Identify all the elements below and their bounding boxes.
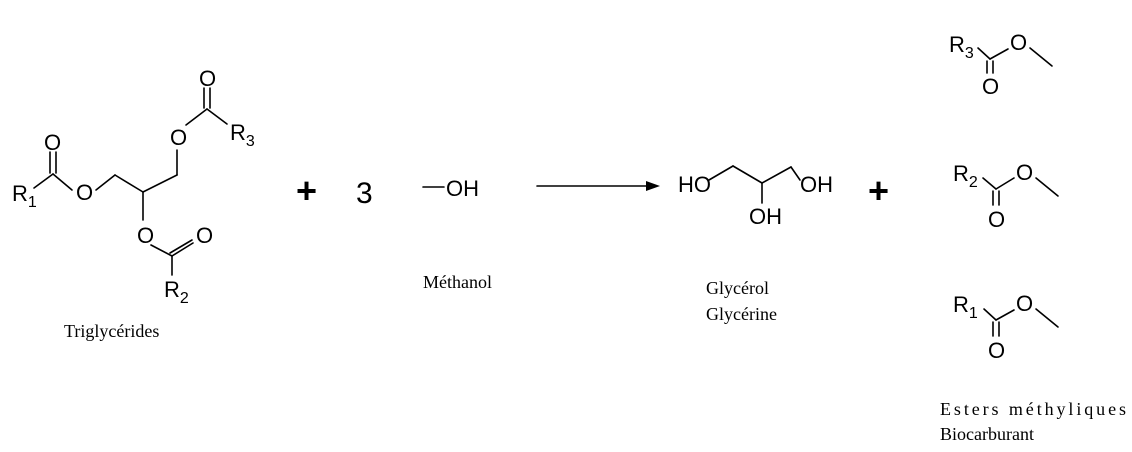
methanol-label: Méthanol (423, 272, 492, 292)
esters-label: Esters méthyliques (940, 399, 1126, 419)
ester-oxygen: O (76, 180, 93, 205)
glycerol-hydroxyl: OH (749, 204, 782, 229)
glycerol-hydroxyl: HO (678, 172, 711, 197)
ester-oxygen: O (1016, 160, 1033, 185)
r2-group: R2 (164, 277, 189, 307)
glycerol-hydroxyl: OH (800, 172, 833, 197)
r2-group: R2 (953, 161, 978, 191)
r1-group: R1 (953, 292, 978, 322)
plus-sign: + (296, 170, 317, 211)
ester-oxygen: O (170, 125, 187, 150)
glycerine-label: Glycérine (706, 304, 777, 324)
glycerol-structure: HO OH OH Glycérol Glycérine (678, 165, 833, 324)
carbonyl-oxygen: O (988, 338, 1005, 363)
biofuel-label: Biocarburant (940, 424, 1034, 444)
methanol-hydroxyl: OH (446, 176, 479, 201)
glycerol-label: Glycérol (706, 278, 769, 298)
triglycerides-label: Triglycérides (64, 321, 159, 341)
stoichiometric-coefficient: 3 (356, 177, 373, 210)
methyl-ester-r2: R2 O O (953, 160, 1059, 232)
triglyceride-structure: O R1 O O O R3 O O R2 Triglycérides (12, 66, 255, 341)
carbonyl-oxygen: O (44, 130, 61, 155)
r1-group: R1 (12, 181, 37, 211)
plus-sign: + (868, 170, 889, 211)
carbonyl-oxygen: O (199, 66, 216, 91)
reaction-arrow-icon (536, 181, 660, 191)
ester-oxygen: O (1010, 30, 1027, 55)
methyl-ester-r3: R3 O O (949, 30, 1053, 99)
methyl-ester-r1: R1 O O (953, 291, 1059, 363)
methanol-structure: OH Méthanol (422, 176, 492, 292)
r3-group: R3 (949, 32, 974, 62)
ester-oxygen: O (137, 223, 154, 248)
carbonyl-oxygen: O (196, 223, 213, 248)
r3-group: R3 (230, 120, 255, 150)
ester-oxygen: O (1016, 291, 1033, 316)
carbonyl-oxygen: O (982, 74, 999, 99)
carbonyl-oxygen: O (988, 207, 1005, 232)
